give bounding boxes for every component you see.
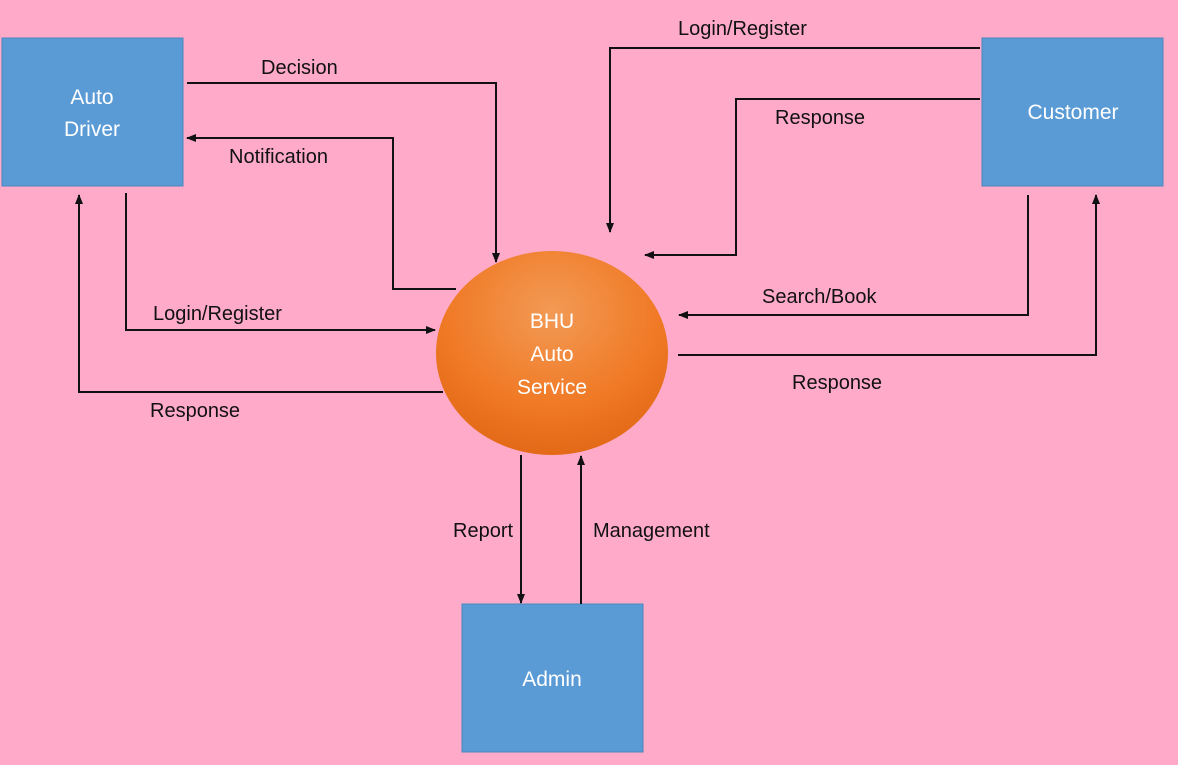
flow-customer-response-bottom-arrow (678, 194, 1100, 356)
flow-driver-decision-label: Decision (261, 57, 338, 79)
entity-auto-driver[interactable]: Auto Driver (1, 37, 184, 187)
entity-admin[interactable]: Admin (461, 603, 644, 753)
admin-box (461, 603, 644, 753)
flow-customer-login-label: Login/Register (678, 18, 807, 40)
customer-label: Customer (1027, 101, 1118, 124)
flow-customer-response-top-label: Response (775, 107, 865, 129)
flow-driver-notification-arrow (186, 134, 456, 290)
process-bhu-auto-service[interactable]: BHU Auto Service (436, 251, 668, 455)
flow-customer-search-arrow (678, 195, 1029, 319)
entity-customer[interactable]: Customer (981, 37, 1164, 187)
flow-admin-report-label: Report (453, 520, 513, 542)
auto-driver-label-line2: Driver (64, 118, 120, 141)
flow-driver-notification-label: Notification (229, 146, 328, 168)
admin-label: Admin (522, 668, 582, 691)
process-ellipse (436, 251, 668, 455)
auto-driver-label-line1: Auto (70, 86, 113, 109)
process-label-line1: BHU (530, 310, 574, 333)
customer-box (981, 37, 1164, 187)
flow-driver-login-arrow (125, 193, 436, 334)
auto-driver-box (1, 37, 184, 187)
flow-driver-login-label: Login/Register (153, 303, 282, 325)
process-label-line2: Auto (530, 343, 573, 366)
flow-admin-management-label: Management (593, 520, 710, 542)
flow-driver-response-label: Response (150, 400, 240, 422)
flow-customer-response-top-arrow (644, 98, 980, 259)
flow-driver-response-arrow (75, 194, 443, 393)
flow-driver-decision-arrow (187, 82, 500, 263)
process-label-line3: Service (517, 376, 587, 399)
flow-customer-search-label: Search/Book (762, 286, 878, 308)
flow-customer-response-bottom-label: Response (792, 372, 882, 394)
flow-customer-login-arrow (606, 47, 980, 233)
